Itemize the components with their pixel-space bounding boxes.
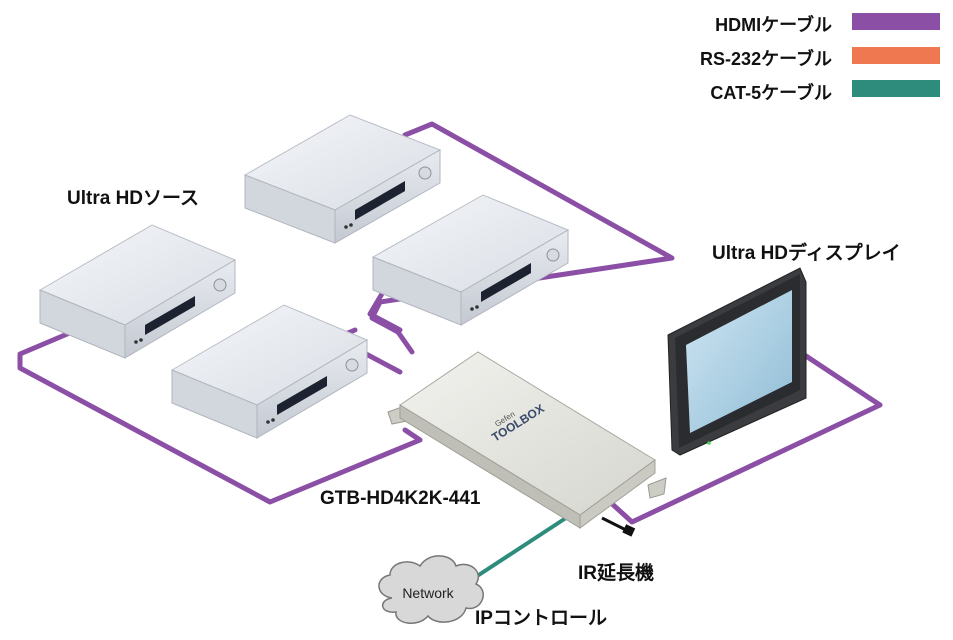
hdmi-cable-source-right [367, 289, 403, 333]
legend-hdmi-label: HDMIケーブル [715, 15, 832, 35]
ultra-hd-display [667, 267, 807, 456]
ir-extender-cable [601, 516, 636, 537]
legend-cat5-swatch [852, 80, 940, 97]
legend-rs232-label: RS-232ケーブル [700, 49, 832, 69]
gtb-hd4k2k-441-device: Gefen TOOLBOX [387, 351, 667, 529]
hdmi-cable-display [607, 353, 883, 525]
hdmi-cable-source-left [17, 315, 423, 505]
network-label: Network [402, 585, 454, 601]
display-label: Ultra HDディスプレイ [712, 243, 901, 264]
ultra-hd-source-left [38, 224, 237, 359]
network-cloud: Network [378, 555, 484, 624]
ultra-hd-source-right [371, 194, 570, 326]
legend-hdmi-swatch [852, 13, 940, 30]
ir-extender-label: IR延長機 [578, 563, 655, 584]
sources-label: Ultra HDソース [67, 188, 200, 209]
ultra-hd-source-bottom [170, 304, 369, 439]
ip-control-label: IPコントロール [475, 608, 607, 629]
hdmi-cable-source-top [369, 121, 675, 355]
device-label: GTB-HD4K2K-441 [320, 488, 481, 509]
cat5-cable [466, 512, 574, 584]
legend-cat5-label: CAT-5ケーブル [710, 83, 832, 103]
ultra-hd-source-top [243, 114, 442, 244]
legend-rs232-swatch [852, 47, 940, 64]
